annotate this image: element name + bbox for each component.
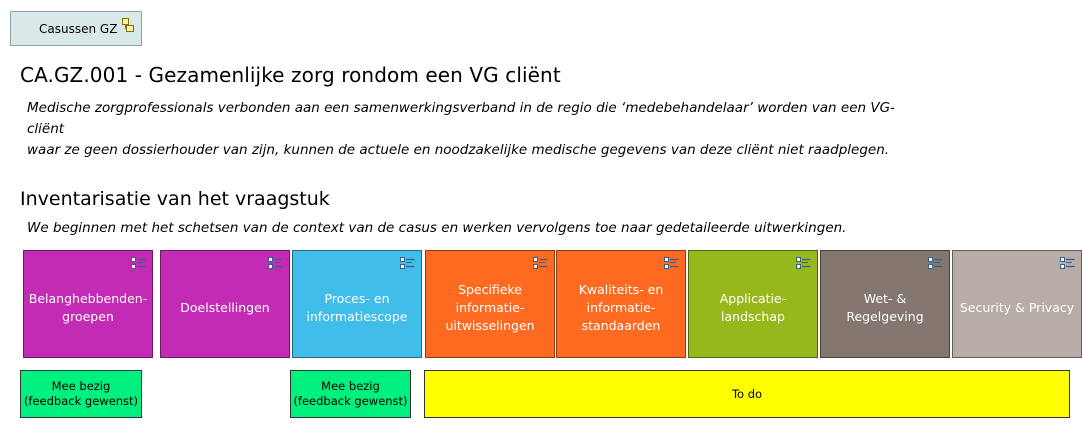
casussen-gz-tab[interactable]: Casussen GZ [10,11,142,46]
tile-label-line: informatie- [586,300,656,315]
tile-label-line: Proces- en [324,291,390,306]
page-intro: Medische zorgprofessionals verbonden aan… [27,98,907,161]
status-label: Mee bezig (feedback gewenst) [24,379,138,409]
list-icon [400,257,415,269]
tile-label-line: Belanghebbenden- [28,291,148,306]
tile-label: Kwaliteits- en informatie- standaarden [579,281,664,335]
tile-label-line: Kwaliteits- en [578,282,664,297]
casussen-gz-label: Casussen GZ [39,21,118,36]
tile-label-line: Specifieke [458,282,522,297]
tile-label: Specifieke informatie- uitwisselingen [445,281,534,335]
list-icon [131,257,146,269]
list-icon [268,257,283,269]
tile-label-line: uitwisselingen [445,318,535,333]
tile-label-line: standaarden [581,318,661,333]
status-label-line: Mee bezig [51,379,111,393]
tile-label: Proces- en informatiescope [307,290,408,326]
tile-label-line: Security & Privacy [959,300,1075,315]
tile-applicatielandschap[interactable]: Applicatie- landschap [688,250,818,358]
tile-label-line: Regelgeving [846,309,924,324]
status-box-todo[interactable]: To do [424,370,1070,418]
list-icon [928,257,943,269]
status-label-line: (feedback gewenst) [293,394,408,408]
tile-label: Doelstellingen [180,299,269,317]
status-box[interactable]: Mee bezig (feedback gewenst) [20,370,142,418]
section-title: Inventarisatie van het vraagstuk [20,188,330,210]
section-intro: We beginnen met het schetsen van de cont… [27,220,847,236]
component-icon [122,18,134,32]
intro-line-2: waar ze geen dossierhouder van zijn, kun… [27,142,890,158]
tile-label-line: informatie- [455,300,525,315]
status-box[interactable]: Mee bezig (feedback gewenst) [290,370,411,418]
tile-wet-en-regelgeving[interactable]: Wet- & Regelgeving [820,250,950,358]
tile-label-line: Applicatie- [719,291,787,306]
tile-label: Applicatie- landschap [720,290,786,326]
tile-label: Belanghebbenden- groepen [29,290,147,326]
tile-doelstellingen[interactable]: Doelstellingen [160,250,290,358]
status-label-line: (feedback gewenst) [23,394,139,408]
tile-label-line: Doelstellingen [180,300,270,315]
list-icon [1060,257,1075,269]
status-label-line: To do [731,386,763,401]
list-icon [664,257,679,269]
tile-label-line: Wet- & [863,291,907,306]
tile-label: Security & Privacy [960,299,1074,317]
tile-label: Wet- & Regelgeving [846,290,923,326]
tile-label-line: landschap [721,309,785,324]
list-icon [796,257,811,269]
tile-belanghebbendengroepen[interactable]: Belanghebbenden- groepen [23,250,153,358]
tile-specifieke-informatie-uitwisselingen[interactable]: Specifieke informatie- uitwisselingen [425,250,555,358]
tile-label-line: informatiescope [306,309,408,324]
intro-line-1: Medische zorgprofessionals verbonden aan… [27,100,895,137]
status-label-line: Mee bezig [321,379,380,393]
tile-label-line: groepen [62,309,114,324]
tile-proces-en-informatiescope[interactable]: Proces- en informatiescope [292,250,422,358]
page-title: CA.GZ.001 - Gezamenlijke zorg rondom een… [20,63,561,87]
status-label: To do [732,387,762,402]
tile-security-en-privacy[interactable]: Security & Privacy [952,250,1082,358]
status-label: Mee bezig (feedback gewenst) [293,379,407,409]
list-icon [533,257,548,269]
tile-kwaliteits-en-informatiestandaarden[interactable]: Kwaliteits- en informatie- standaarden [556,250,686,358]
